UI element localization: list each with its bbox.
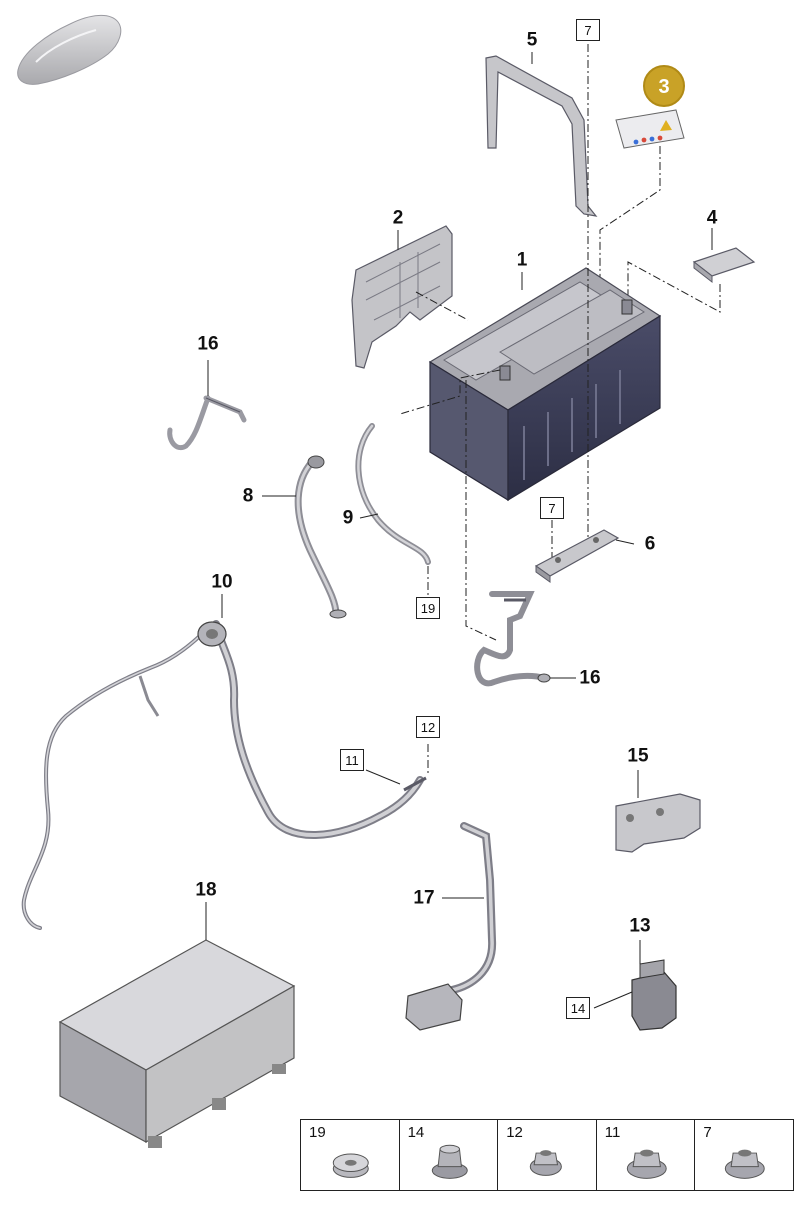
legend-number: 7 xyxy=(703,1124,712,1141)
hex-nut-icon xyxy=(431,1144,468,1179)
callout-6: 6 xyxy=(644,533,656,555)
ref-box-12: 12 xyxy=(416,716,440,738)
wiring-harness-part xyxy=(21,620,427,930)
callout-4: 4 xyxy=(706,207,718,229)
legend-number: 19 xyxy=(309,1124,326,1141)
flange-nut-icon xyxy=(529,1150,563,1176)
legend-cell-11: 11 xyxy=(597,1120,696,1190)
callout-18: 18 xyxy=(195,879,217,901)
callout-17: 17 xyxy=(413,887,435,909)
legend-cell-19: 19 xyxy=(301,1120,400,1190)
battery-tray-box-part xyxy=(58,939,296,1148)
legend-number: 12 xyxy=(506,1124,523,1141)
warning-label-sticker-part xyxy=(615,109,685,149)
battery-part xyxy=(428,267,662,502)
flange-nut-icon xyxy=(725,1149,766,1179)
fuse-relay-unit-part xyxy=(631,959,677,1031)
ground-cable-small-part xyxy=(167,395,247,450)
callout-8: 8 xyxy=(242,485,254,507)
legend-cell-7: 7 xyxy=(695,1120,793,1190)
ref-box-11: 11 xyxy=(340,749,364,771)
positive-cable-part xyxy=(294,455,347,619)
mounting-bracket-part xyxy=(615,793,701,853)
callout-13: 13 xyxy=(629,915,651,937)
legend-number: 11 xyxy=(604,1124,621,1141)
legend-cell-12: 12 xyxy=(498,1120,597,1190)
callout-16-upper: 16 xyxy=(197,333,219,355)
positive-lead-part xyxy=(405,822,497,1031)
callout-10: 10 xyxy=(211,571,233,593)
hold-down-clamp-part xyxy=(534,529,620,583)
callout-5: 5 xyxy=(526,29,538,51)
callout-2: 2 xyxy=(392,207,404,229)
fastener-legend-table: 19 14 12 11 7 xyxy=(300,1119,794,1191)
callout-1: 1 xyxy=(516,249,528,271)
car-silhouette-icon xyxy=(17,15,122,85)
ref-box-14: 14 xyxy=(566,997,590,1019)
ref-box-19: 19 xyxy=(416,597,440,619)
washer-icon xyxy=(332,1153,369,1178)
legend-number: 14 xyxy=(407,1124,425,1141)
terminal-cover-part xyxy=(692,247,756,284)
ref-box-7-top: 7 xyxy=(576,19,600,41)
flange-nut-icon xyxy=(626,1149,667,1179)
callout-15: 15 xyxy=(627,745,649,767)
ref-box-7-mid: 7 xyxy=(540,497,564,519)
ground-cable-lower-part xyxy=(474,591,551,687)
callout-16-lower: 16 xyxy=(579,667,601,689)
callout-9: 9 xyxy=(342,507,354,529)
battery-heat-shield-part xyxy=(351,225,453,369)
callout-3-badge: 3 xyxy=(643,65,685,107)
legend-cell-14: 14 xyxy=(400,1120,499,1190)
battery-cable-part xyxy=(355,423,431,565)
battery-hold-strap-part xyxy=(485,55,598,217)
